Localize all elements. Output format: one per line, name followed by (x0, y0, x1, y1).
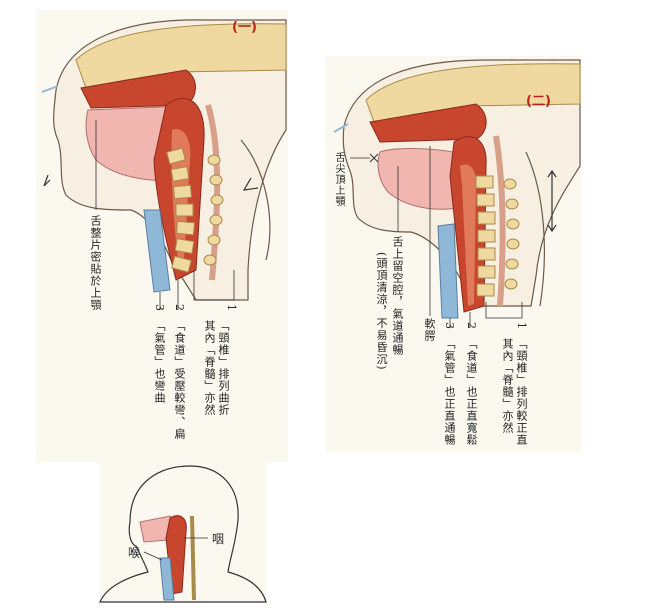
pressure-arrow-icon (242, 177, 259, 191)
tongue-note: 舌整片密貼於上顎 (89, 215, 102, 311)
neck-back-curve (240, 139, 271, 261)
larynx-label: 喉 (128, 546, 141, 560)
callout-3-number: 3 (443, 322, 456, 330)
neck-back-curve (525, 151, 545, 307)
figure-2-panel: (二) 舌尖頂上顎 舌上留空腔，氣道通暢 (頭頂清涼，不易昏沉) 軟腭 1 「頸… (326, 56, 581, 452)
skull-bone (75, 23, 287, 89)
callout-1-line-2: 其內「脊髓」亦然 (501, 338, 514, 434)
airflow-arrow-icon (333, 123, 349, 133)
chin-arrow-icon (43, 174, 51, 187)
callout-2-number: 2 (173, 304, 186, 312)
callout-2-text: 「食道」也正直寬鬆 (465, 338, 478, 446)
trachea (143, 209, 171, 293)
tongue-tip-mark-icon (369, 153, 379, 163)
head-note: (頭頂清涼，不易昏沉) (375, 252, 388, 371)
airflow-arrow-icon (41, 85, 59, 93)
callout-1-number: 1 (225, 304, 238, 312)
figure-3-illustration (99, 465, 267, 603)
cervical-vertebrae (166, 147, 196, 273)
esophagus-inner (460, 164, 477, 306)
spinous-processes (503, 178, 520, 290)
spinous-processes (203, 154, 224, 266)
larynx (159, 557, 175, 601)
callout-2-number: 2 (465, 322, 478, 330)
callout-2-text: 「食道」受壓較彎、扁 (173, 320, 186, 440)
vertebrae-bracket (193, 270, 235, 301)
figure-3-panel: 咽 喉 (99, 462, 267, 603)
callout-3-text: 「氣管」也彎曲 (153, 320, 166, 404)
callout-1-line-2: 其內「脊髓」亦然 (203, 320, 216, 416)
tongue-tip-note: 舌尖頂上顎 (333, 152, 344, 207)
callout-3-number: 3 (153, 304, 166, 312)
soft-palate-label: 軟腭 (423, 318, 436, 342)
skull-bone (365, 63, 581, 123)
pharynx-label: 咽 (212, 532, 225, 546)
cervical-vertebrae (475, 175, 496, 297)
callout-1-line-1: 「頸椎」排列曲折 (217, 320, 230, 416)
callout-3-text: 「氣管」也正直通暢 (443, 338, 456, 446)
figure-2-label: (二) (526, 94, 551, 109)
spine (190, 515, 196, 601)
callout-1-line-1: 「頸椎」排列較正直 (515, 338, 528, 446)
figure-1-label: (一) (232, 20, 257, 35)
head-silhouette (99, 465, 267, 603)
spinal-cord (493, 135, 506, 307)
air-space-note: 舌上留空腔，氣道通暢 (391, 236, 404, 356)
larynx-leader (143, 551, 163, 561)
vertebrae-bracket (485, 302, 523, 319)
figure-1-panel: (一) 舌整片密貼於上顎 1 「頸椎」排列曲折 其內「脊髓」亦然 2 「食道」受… (36, 10, 288, 462)
figure-2-illustration (333, 59, 581, 328)
trachea (437, 223, 459, 319)
callout-1-number: 1 (515, 322, 528, 330)
straighten-arrow-icon (547, 169, 557, 233)
figure-1-illustration (41, 19, 287, 310)
